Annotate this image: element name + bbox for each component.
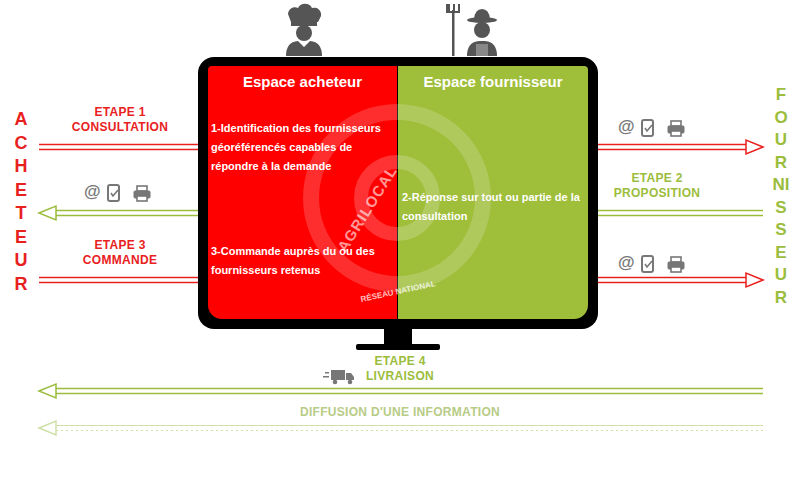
panel-title: Espace acheteur <box>208 73 397 90</box>
supplier-actor: FOURNISSEUR <box>766 84 796 436</box>
email-symbol: @ <box>618 117 635 137</box>
step-label: ETAPE 2 PROPOSITION <box>604 171 710 201</box>
email-symbol: @ <box>618 253 635 273</box>
watermark-center <box>361 162 433 234</box>
step-label: DIFFUSION D'UNE INFORMATION <box>270 405 530 420</box>
truck-icon <box>323 370 354 384</box>
flow-arrow <box>39 421 763 435</box>
farmer-icon <box>446 4 497 56</box>
step-description: 2-Réponse sur tout ou partie de la consu… <box>402 188 586 226</box>
actor-label: ACHETEUR <box>12 108 30 296</box>
buyer-actor: ACHETEUR <box>6 108 36 438</box>
monitor <box>198 57 598 350</box>
step-description: 3-Commande auprès du ou des fournisseurs… <box>211 242 395 280</box>
panel-title: Espace fournisseur <box>398 73 588 90</box>
watermark-ring <box>311 112 483 284</box>
actor-label: FOURNISSEUR <box>773 84 790 309</box>
step-description: 1-Identification des fournisseurs géoréf… <box>211 119 395 176</box>
step-label: ETAPE 3 COMMANDE <box>68 238 172 268</box>
chef-icon <box>286 4 322 56</box>
email-symbol: @ <box>84 182 101 202</box>
step-label: ETAPE 4 LIVRAISON <box>355 354 445 384</box>
flow-arrow <box>39 384 763 398</box>
step-label: ETAPE 1 CONSULTATION <box>62 105 178 135</box>
